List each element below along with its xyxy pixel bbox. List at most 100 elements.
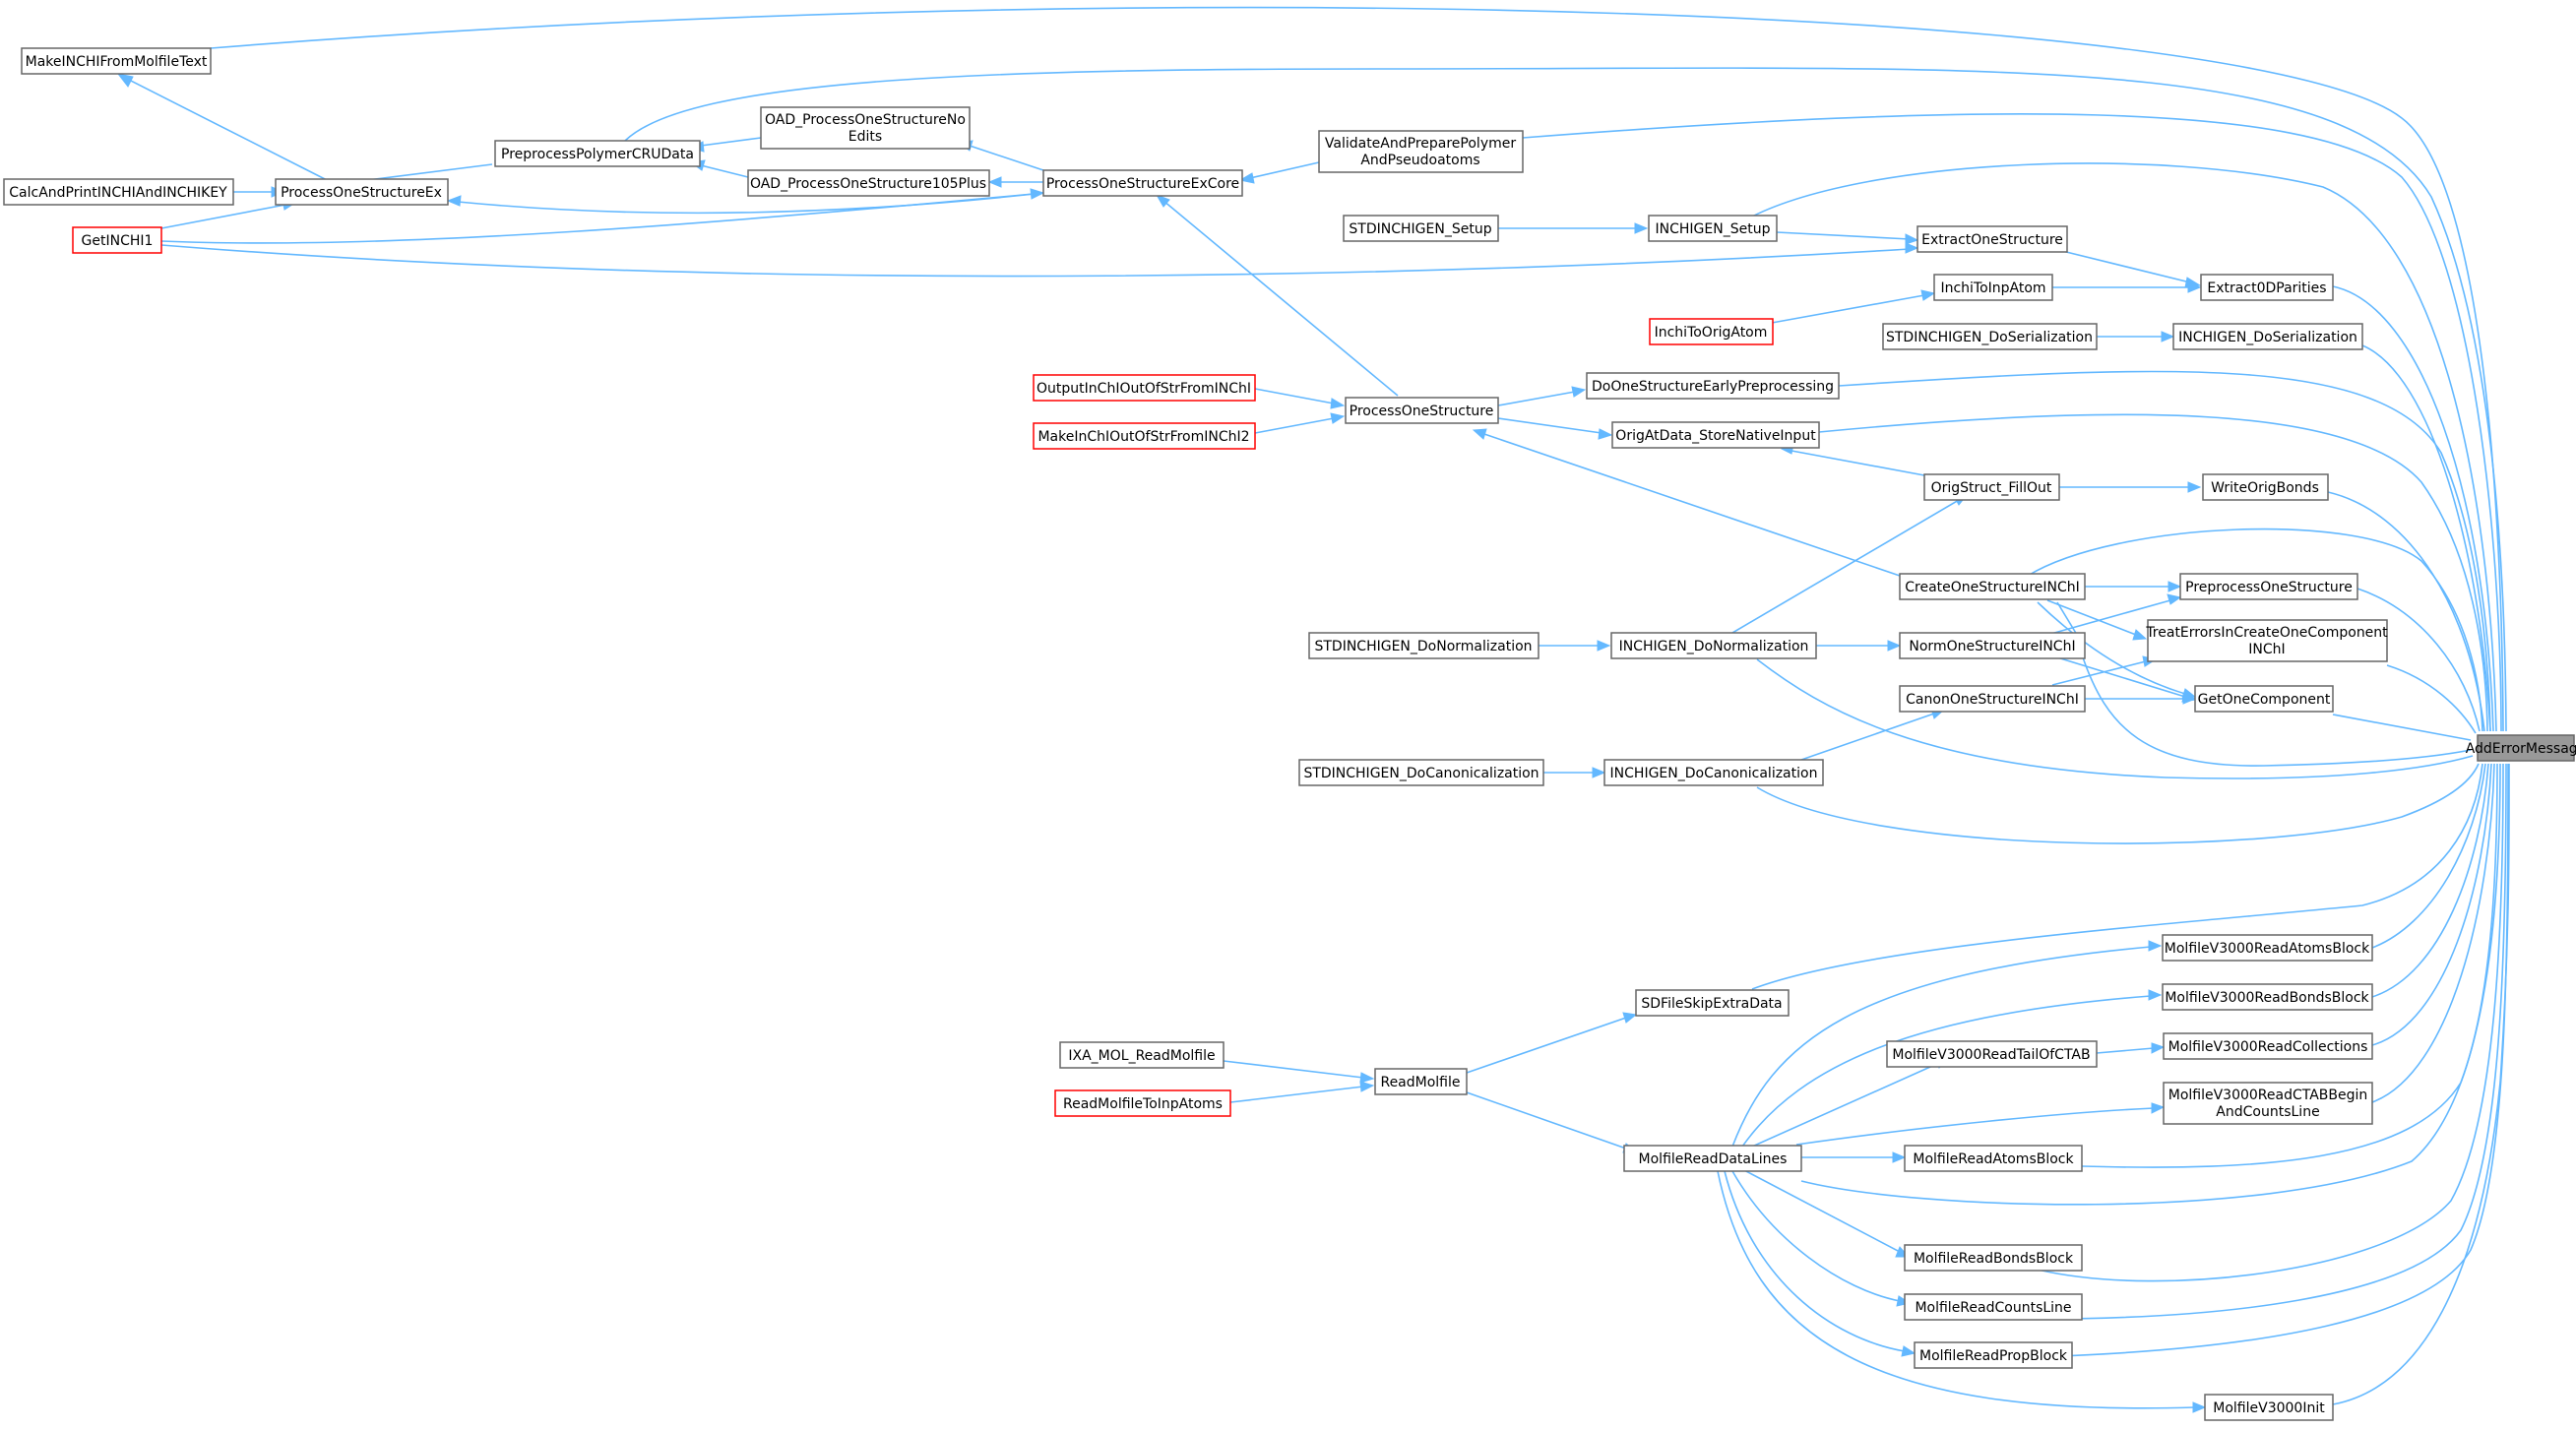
node-preprocesspolymercrudata[interactable]: PreprocessPolymerCRUData [494,140,701,167]
node-inchigen-docanonicalization[interactable]: INCHIGEN_DoCanonicalization [1603,759,1824,786]
svg-text:CalcAndPrintINCHIAndINCHIKEY: CalcAndPrintINCHIAndINCHIKEY [9,185,227,201]
node-writeorigbonds[interactable]: WriteOrigBonds [2202,473,2329,501]
node-processonestructureex[interactable]: ProcessOneStructureEx [275,178,449,206]
edge-v3000init-adderror [2332,763,2510,1405]
node-molfilereadatomsblock[interactable]: MolfileReadAtomsBlock [1904,1145,2083,1172]
svg-text:INCHIGEN_DoCanonicalization: INCHIGEN_DoCanonicalization [1610,766,1818,781]
node-getinchi1[interactable]: GetINCHI1 [72,226,162,254]
svg-text:MolfileV3000ReadTailOfCTAB: MolfileV3000ReadTailOfCTAB [1892,1047,2090,1063]
node-molfilereaddatalines[interactable]: MolfileReadDataLines [1623,1145,1802,1172]
node-inchitoinpatom[interactable]: InchiToInpAtom [1933,274,2053,301]
edge-normone-adderror [2081,653,2472,767]
node-canononestructureinchi[interactable]: CanonOneStructureINChI [1899,685,2086,713]
edge-oadnoedits-preprocesspolymer [689,137,762,153]
svg-text:MolfileReadDataLines: MolfileReadDataLines [1639,1151,1788,1167]
edge-datalines-v3000tail [1751,1058,1950,1148]
node-molfilev3000readtailofctab[interactable]: MolfileV3000ReadTailOfCTAB [1886,1040,2098,1068]
edge-getinchi1-extractone [160,242,1919,278]
edge-inchitoorig-inchitoinp [1771,289,1936,324]
svg-text:MolfileReadBondsBlock: MolfileReadBondsBlock [1914,1251,2074,1267]
node-inchigen-donormalization[interactable]: INCHIGEN_DoNormalization [1610,632,1817,659]
svg-text:OAD_ProcessOneStructureNo: OAD_ProcessOneStructureNo [765,112,966,128]
svg-text:NormOneStructureINChI: NormOneStructureINChI [1909,639,2075,654]
node-sdfileskipextradata[interactable]: SDFileSkipExtraData [1635,989,1790,1017]
svg-text:STDINCHIGEN_Setup: STDINCHIGEN_Setup [1349,221,1491,237]
node-stdinchigen-setup[interactable]: STDINCHIGEN_Setup [1343,215,1499,242]
node-molfilereadbondsblock[interactable]: MolfileReadBondsBlock [1904,1244,2083,1272]
node-inchitoorigatom[interactable]: InchiToOrigAtom [1649,318,1774,345]
node-outputinchioutofstrfrominchi[interactable]: OutputInChIOutOfStrFromINChI [1033,374,1256,402]
svg-text:MakeINCHIFromMolfileText: MakeINCHIFromMolfileText [26,54,208,70]
node-molfilev3000readcollections[interactable]: MolfileV3000ReadCollections [2163,1032,2373,1060]
node-ixa-mol-readmolfile[interactable]: IXA_MOL_ReadMolfile [1059,1041,1225,1069]
node-molfilev3000readbondsblock[interactable]: MolfileV3000ReadBondsBlock [2162,983,2373,1011]
node-stdinchigen-donormalization[interactable]: STDINCHIGEN_DoNormalization [1308,632,1539,659]
svg-text:ExtractOneStructure: ExtractOneStructure [1921,232,2063,248]
node-extract0dparities[interactable]: Extract0DParities [2200,274,2334,301]
svg-text:ReadMolfile: ReadMolfile [1380,1075,1460,1090]
edge-createone-processone [1472,428,1901,577]
node-origatdata-storenativeinput[interactable]: OrigAtData_StoreNativeInput [1611,421,1820,449]
svg-text:STDINCHIGEN_DoSerialization: STDINCHIGEN_DoSerialization [1886,330,2093,345]
edge-treaterrors-adderror [2386,664,2477,734]
node-makeinchioutofstrfrominchi2[interactable]: MakeInChIOutOfStrFromINChI2 [1033,422,1256,450]
node-stdinchigen-docanonicalization[interactable]: STDINCHIGEN_DoCanonicalization [1298,759,1544,786]
node-stdinchigen-doserialization[interactable]: STDINCHIGEN_DoSerialization [1882,323,2098,350]
node-origstruct-fillout[interactable]: OrigStruct_FillOut [1923,473,2060,501]
node-extractonestructure[interactable]: ExtractOneStructure [1916,225,2068,253]
svg-text:STDINCHIGEN_DoCanonicalization: STDINCHIGEN_DoCanonicalization [1303,766,1539,781]
edge-output-processone [1254,388,1346,409]
edge-createone-treaterrors [2046,599,2148,641]
edge-datalines-molfileatoms [1801,1151,1907,1163]
svg-text:IXA_MOL_ReadMolfile: IXA_MOL_ReadMolfile [1068,1048,1215,1064]
svg-text:InchiToOrigAtom: InchiToOrigAtom [1655,325,1768,341]
node-createonestructureinchi[interactable]: CreateOneStructureINChI [1899,573,2086,600]
node-readmolfiletoinpatoms[interactable]: ReadMolfileToInpAtoms [1054,1089,1231,1117]
node-molfilev3000readatomsblock[interactable]: MolfileV3000ReadAtomsBlock [2162,934,2373,962]
edge-v3000atoms-adderror [2371,763,2486,949]
edge-molfileprop-adderror [2056,763,2509,1357]
node-inchigen-setup[interactable]: INCHIGEN_Setup [1648,215,1778,242]
edge-datalines-molfileprop [1724,1170,1916,1357]
node-molfilereadpropblock[interactable]: MolfileReadPropBlock [1914,1341,2073,1369]
node-processonestructureexcore[interactable]: ProcessOneStructureExCore [1042,169,1243,197]
edge-preprocesspolymer-adderror [624,67,2507,732]
node-readmolfile[interactable]: ReadMolfile [1374,1068,1468,1095]
svg-text:INCHIGEN_DoNormalization: INCHIGEN_DoNormalization [1619,639,1809,654]
node-getonecomponent[interactable]: GetOneComponent [2194,685,2334,713]
edge-stdser-inchigenser [2097,331,2175,342]
edge-inchigensetup-extractone [1776,231,1919,245]
svg-text:INChI: INChI [2248,642,2285,657]
edge-molfilecounts-adderror [2042,763,2507,1320]
node-processonestructure[interactable]: ProcessOneStructure [1345,397,1499,424]
svg-text:ProcessOneStructureExCore: ProcessOneStructureExCore [1046,176,1239,192]
node-makeinchifrommolfiletext[interactable]: MakeINCHIFromMolfileText [21,47,212,75]
node-molfilereadcountsline[interactable]: MolfileReadCountsLine [1904,1293,2083,1321]
svg-text:INCHIGEN_Setup: INCHIGEN_Setup [1656,221,1771,237]
edge-origstruct-writeorig [2059,481,2202,493]
node-oad-processonestructure105plus[interactable]: OAD_ProcessOneStructure105Plus [747,169,990,197]
node-adderrormessage[interactable]: AddErrorMessage [2466,734,2576,762]
edge-readmolfile-sdfile [1466,1012,1638,1074]
svg-text:INCHIGEN_DoSerialization: INCHIGEN_DoSerialization [2178,330,2357,345]
edge-inchigennorm-origstruct [1731,494,1969,634]
node-preprocessonestructure[interactable]: PreprocessOneStructure [2179,573,2358,600]
svg-text:OrigStruct_FillOut: OrigStruct_FillOut [1931,480,2052,496]
node-calcandprintinchiandinchikey[interactable]: CalcAndPrintINCHIAndINCHIKEY [3,178,234,206]
edge-ixa-readmolfile [1223,1060,1375,1084]
node-molfilev3000init[interactable]: MolfileV3000Init [2204,1394,2334,1421]
svg-text:MolfileReadPropBlock: MolfileReadPropBlock [1919,1348,2068,1364]
node-inchigen-doserialization[interactable]: INCHIGEN_DoSerialization [2172,323,2363,350]
node-normonestructureinchi[interactable]: NormOneStructureINChI [1899,632,2086,659]
edge-createone-preprocessone [2085,581,2182,592]
svg-text:OAD_ProcessOneStructure105Plus: OAD_ProcessOneStructure105Plus [750,176,986,192]
node-doonestructureearlypreprocessing[interactable]: DoOneStructureEarlyPreprocessing [1586,372,1840,400]
svg-text:PreprocessPolymerCRUData: PreprocessPolymerCRUData [501,147,694,162]
svg-text:MolfileV3000ReadCollections: MolfileV3000ReadCollections [2168,1039,2368,1055]
svg-text:SDFileSkipExtraData: SDFileSkipExtraData [1641,996,1782,1012]
